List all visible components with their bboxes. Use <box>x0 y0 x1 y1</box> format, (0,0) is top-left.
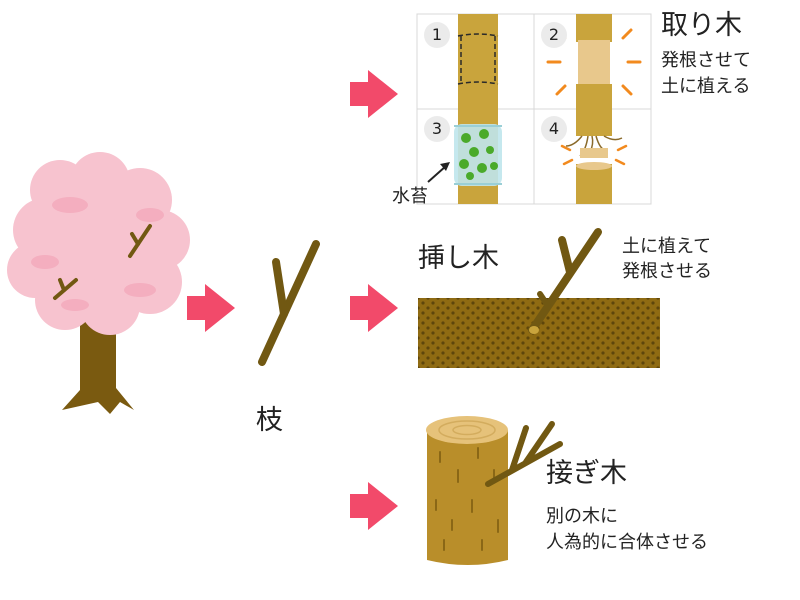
step-1-pole <box>457 14 499 109</box>
step-number-2: 2 <box>541 22 567 48</box>
moss-label: 水苔 <box>392 186 428 207</box>
grafting-desc-1: 別の木に <box>546 506 618 527</box>
layering-title: 取り木 <box>661 10 742 41</box>
branch-label: 枝 <box>256 405 283 436</box>
cutting-title: 挿し木 <box>418 243 499 274</box>
stump <box>427 430 508 565</box>
arrow-to-branch <box>187 284 235 332</box>
moss-pointer-arrow <box>427 162 450 183</box>
cutting-desc-2: 発根させる <box>622 261 712 282</box>
arrow-to-grafting <box>350 482 398 530</box>
grafting-desc-2: 人為的に合体させる <box>546 532 708 553</box>
arrow-to-cutting <box>350 284 398 332</box>
layering-grid <box>416 13 652 205</box>
layering-desc-2: 土に植える <box>661 76 751 97</box>
grafting-illustration <box>426 416 563 565</box>
arrows <box>187 70 398 530</box>
blossom-shading <box>31 197 164 311</box>
step-3-moss-wrap <box>454 109 502 204</box>
moss <box>459 129 498 180</box>
stump-top <box>426 416 508 444</box>
cutting-desc-1: 土に植えて <box>622 236 712 257</box>
step-number-3: 3 <box>424 116 450 142</box>
cut-branch <box>258 240 320 366</box>
step-number-1: 1 <box>424 22 450 48</box>
tree-branches <box>53 224 152 300</box>
step-number-4: 4 <box>541 116 567 142</box>
cutting-illustration <box>418 228 660 368</box>
layering-desc-1: 発根させて <box>661 50 751 71</box>
cherry-tree <box>7 152 190 414</box>
arrow-to-layering <box>350 70 398 118</box>
tree-blossom <box>7 152 190 335</box>
step-4-rooted-pole <box>560 109 628 204</box>
grafting-title: 接ぎ木 <box>546 458 627 489</box>
step-2-pole <box>546 14 642 109</box>
